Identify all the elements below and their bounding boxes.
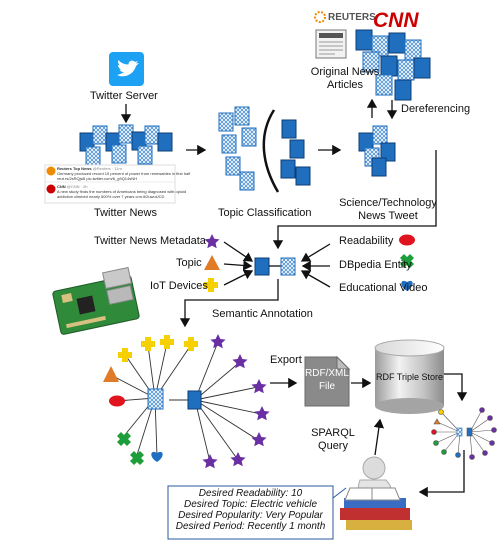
twitter-news-cluster [79,124,173,166]
query-text: Desired Readability: 10 Desired Topic: E… [168,488,333,532]
reuters-logo: REUTERS [328,12,376,23]
query-line: Desired Period: Recently 1 month [175,521,326,532]
heart-icon [401,280,413,291]
educational-video-label: Educational Video [339,282,428,294]
scitech-tweet-cluster [358,125,396,177]
heart-icon [151,451,163,462]
small-graph [431,407,497,460]
person-reading-icon [340,456,412,530]
export-label: Export [270,354,302,366]
readability-label: Readability [339,235,394,247]
original-news-cluster [355,29,431,101]
star-icon [254,406,270,421]
cross-icon [118,348,132,362]
annotation-node [254,257,296,276]
dereferencing-label: Dereferencing [401,103,471,115]
query-line: Desired Readability: 10 [198,488,303,499]
semantic-graph-nodes [103,334,270,469]
rdf-file-label: RDF/XML File [305,368,349,392]
x-cross-icon [117,432,131,446]
topic-classification-cluster [218,106,311,193]
tweet-screenshot [44,164,176,204]
newspaper-icon [315,29,347,59]
flow-arrows [120,98,468,498]
star-icon [251,379,267,394]
triangle-icon [103,366,119,382]
star-icon [251,432,267,447]
topic-label: Topic [176,257,202,269]
twitter-news-metadata-label: Twitter News Metadata [94,235,206,247]
ellipse-icon [109,395,125,407]
cross-icon [141,337,155,351]
rdf-store-label: RDF Triple Store [376,372,444,382]
star-icon [230,452,246,467]
star-icon [210,334,226,349]
x-cross-icon [130,451,144,465]
tweet-1-user: Reuters Top News @Reuters · 11m [57,166,122,171]
star-icon [202,454,218,469]
database-cylinder-icon [374,339,445,414]
tweet-2-link: addiction climbed nearly 500% over 7 yea… [57,194,165,199]
star-icon [204,234,220,249]
twitter-server-label: Twitter Server [90,90,158,102]
iot-devices-label: IoT Devices [150,280,208,292]
topic-classification-label: Topic Classification [218,207,312,219]
document-icon [304,355,351,407]
tweet-1-link: reut.rs/2sRQjsB pic.twitter.com/6_g9Q14s… [57,176,138,181]
query-line: Desired Popularity: Very Popular [178,510,323,521]
twitter-bird-icon [109,52,144,86]
query-line: Desired Topic: Electric vehicle [183,499,318,510]
twitter-news-label: Twitter News [94,207,157,219]
scitech-label: Science/Technology News Tweet [339,197,437,222]
ellipse-icon [399,234,415,246]
cross-icon [204,278,218,292]
tweet-2-user: CNN @CNN · 2h [57,184,88,189]
cross-icon [184,337,198,351]
original-news-label: Original News Articles [310,66,380,91]
semantic-annotation-label: Semantic Annotation [212,308,313,320]
star-icon [232,354,248,369]
query-box [167,485,334,540]
triangle-icon [204,255,220,270]
tweet-2-text: A new study finds the numbers of America… [57,189,187,194]
tweet-1-text: Germany produced record 15 percent of po… [57,171,191,176]
cnn-logo: CNN [373,9,419,32]
sparql-label: SPARQL Query [311,427,355,452]
reuters-logo-icon [314,11,326,23]
x-cross-icon [400,254,414,268]
dbpedia-entity-label: DBpedia Entity [339,259,412,271]
raspberry-pi-icon [52,266,140,335]
cross-icon [160,335,174,349]
feature-icons [204,234,415,292]
